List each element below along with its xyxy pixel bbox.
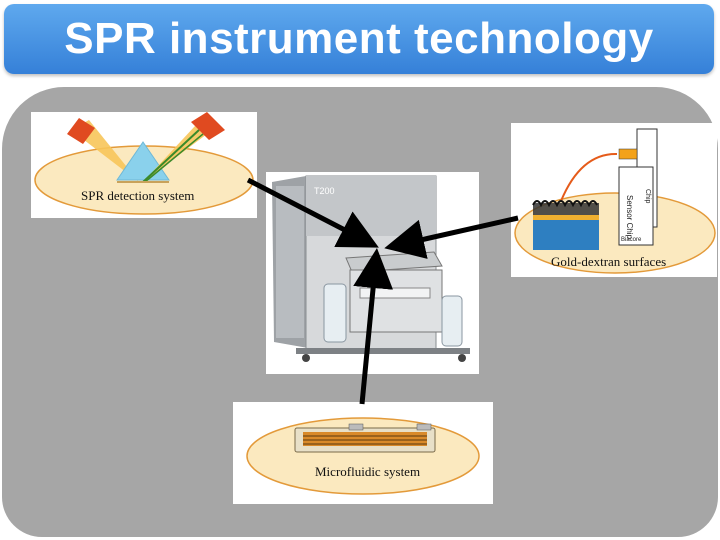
chip-brand: Biacore: [621, 237, 642, 243]
cartridge-port-2: [416, 423, 432, 431]
microfluidic-label: Microfluidic system: [315, 464, 421, 479]
chip-tab-text: Chip: [644, 189, 651, 204]
spr-detection-panel: SPR detection system: [31, 112, 257, 218]
chip-text: Sensor Chip: [625, 195, 634, 240]
detector: [191, 112, 225, 140]
buffer-bottle-left: [323, 283, 347, 343]
gold-dextran-illustration: Sensor Chip Chip Biacore: [514, 128, 716, 274]
dextran-strands: [532, 200, 598, 208]
buffer-bottle-right: [441, 295, 463, 347]
chip-card-front: [618, 166, 654, 246]
spr-detection-illustration: [34, 112, 254, 215]
sample-drawer: [359, 287, 431, 299]
instrument-foot-left: [302, 354, 310, 362]
cartridge-port-1: [348, 423, 364, 431]
instrument-badge: T200: [314, 186, 335, 196]
slide-title: SPR instrument technology: [64, 14, 654, 63]
reflected-dark-line: [142, 129, 200, 183]
reflected-dark-line-2: [144, 133, 204, 183]
arrow-from-surfaces: [384, 215, 519, 259]
arrow-from-detection: [246, 177, 379, 248]
light-source: [67, 118, 95, 144]
title-bar: SPR instrument technology: [4, 4, 714, 74]
microfluidic-panel: Microfluidic system: [233, 402, 493, 504]
instrument-foot-right: [458, 354, 466, 362]
spr-detection-label: SPR detection system: [81, 188, 195, 203]
glass-substrate: [533, 220, 599, 250]
gold-dextran-panel: Sensor Chip Chip Biacore Gold-dextran su…: [511, 123, 717, 277]
dextran-layer: [533, 203, 599, 217]
microfluidic-illustration: [246, 417, 480, 495]
arrow-from-microfluidic: [353, 248, 394, 405]
gold-layer: [533, 215, 599, 220]
gold-dextran-label: Gold-dextran surfaces: [551, 254, 667, 269]
instrument-panel: T200: [266, 172, 479, 374]
instrument-left-panel: [276, 186, 304, 338]
zoom-connector: [560, 152, 618, 202]
instrument-base: [296, 348, 470, 354]
chip-gold-window: [618, 148, 638, 160]
